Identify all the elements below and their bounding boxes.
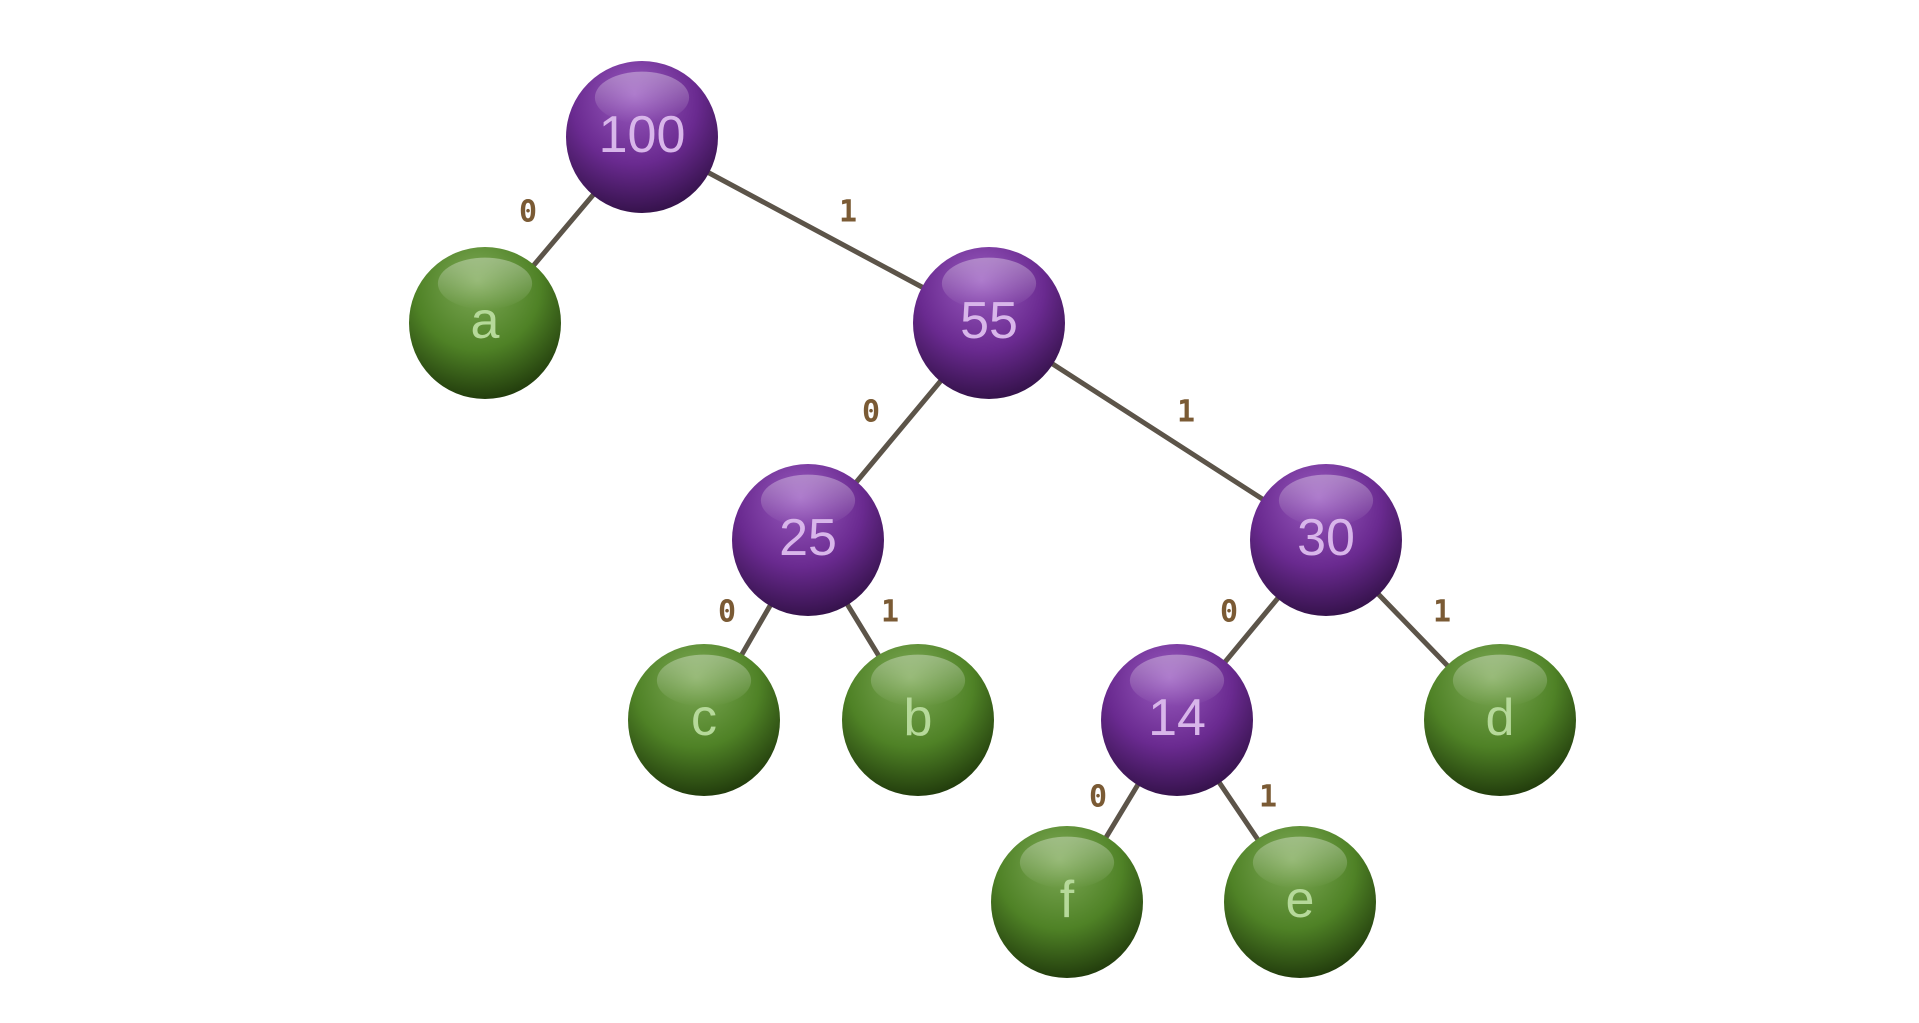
node-highlight [941,257,1037,310]
node-highlight [1129,654,1225,707]
edge-label-n55-n30: 1 [1177,395,1195,430]
leaf-node-a: a [409,247,561,399]
internal-node-25: 25 [732,464,884,616]
node-label: 55 [960,292,1018,350]
edge-labels-layer: 0 1 0 1 0 1 0 1 0 1 [519,195,1451,815]
node-label: f [1060,871,1075,929]
leaf-node-d: d [1424,644,1576,796]
node-label: 25 [779,509,837,567]
node-highlight [870,654,966,707]
node-highlight [656,654,752,707]
edge-label-n100-a: 0 [519,195,537,230]
leaf-node-f: f [991,826,1143,978]
node-label: d [1486,689,1515,747]
node-highlight [437,257,533,310]
node-label: b [904,689,933,747]
node-label: 14 [1148,689,1206,747]
node-highlight [594,71,690,124]
leaf-node-c: c [628,644,780,796]
node-label: e [1286,871,1315,929]
internal-node-30: 30 [1250,464,1402,616]
edge-label-n25-b: 1 [881,595,899,630]
leaf-node-e: e [1224,826,1376,978]
internal-node-100: 100 [566,61,718,213]
internal-node-55: 55 [913,247,1065,399]
node-label: c [691,689,717,747]
node-label: a [471,292,500,350]
edge-label-n30-n14: 0 [1220,595,1238,630]
edge-label-n14-f: 0 [1089,780,1107,815]
node-label: 30 [1297,509,1355,567]
edge-label-n30-d: 1 [1433,595,1451,630]
edge-label-n100-n55: 1 [839,195,857,230]
edge-label-n14-e: 1 [1259,780,1277,815]
node-highlight [1252,836,1348,889]
node-highlight [1278,474,1374,527]
internal-node-14: 14 [1101,644,1253,796]
edge-label-n55-n25: 0 [862,395,880,430]
node-label: 100 [599,106,686,164]
node-highlight [760,474,856,527]
node-highlight [1019,836,1115,889]
edge-label-n25-c: 0 [718,595,736,630]
leaf-node-b: b [842,644,994,796]
node-highlight [1452,654,1548,707]
